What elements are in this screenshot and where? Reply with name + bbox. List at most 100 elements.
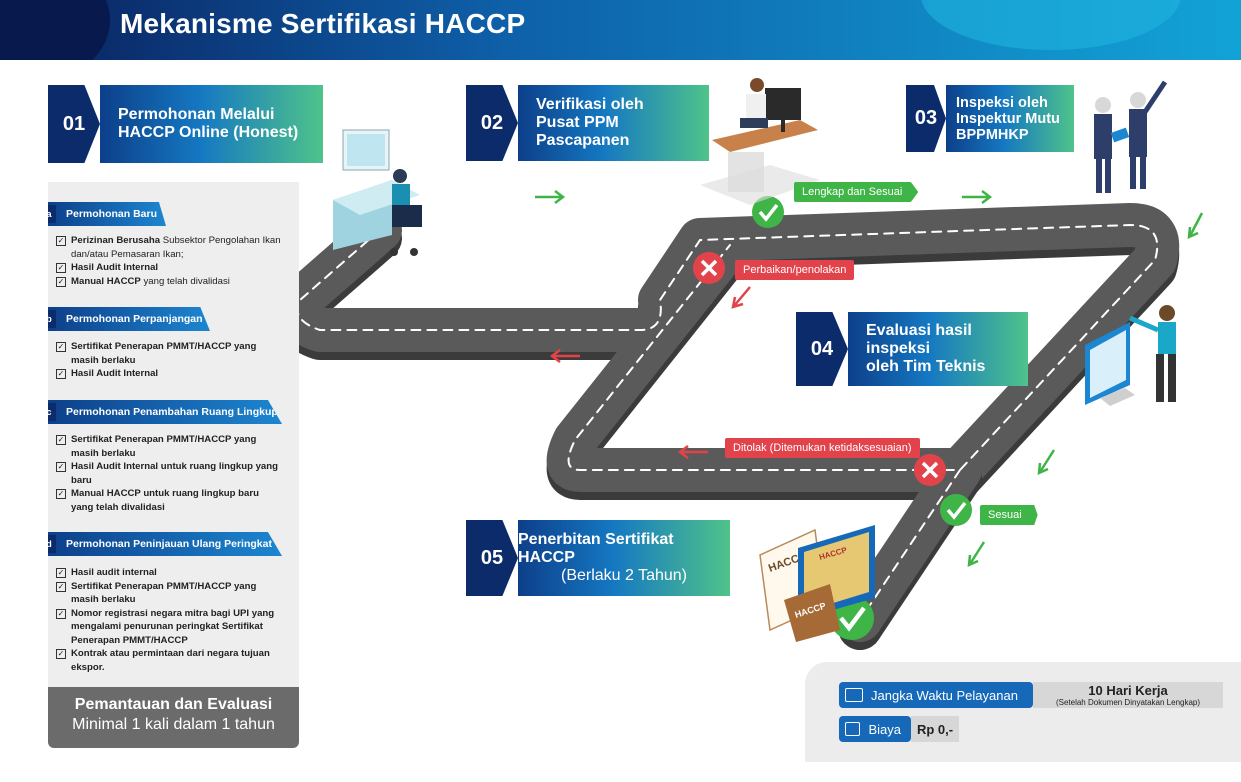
step-01: 01 Permohonan Melalui HACCP Online (Hone…: [48, 85, 323, 163]
step-02-line1: Verifikasi oleh: [536, 96, 644, 113]
step-05-line1: Penerbitan Sertifikat HACCP: [518, 531, 674, 566]
step-02-line2: Pusat PPM Pascapanen: [536, 114, 630, 149]
desk-illustration-1: [333, 129, 422, 256]
label-lengkap-sesuai: Lengkap dan Sesuai: [794, 182, 919, 202]
section-a-letter: a: [48, 205, 56, 223]
checkbox-icon: ✓: [56, 462, 66, 472]
step-03-text: Inspeksi oleh Inspektur Mutu BPPMHKP: [946, 85, 1074, 152]
section-a-list: ✓ Perizinan Berusaha Subsektor Pengolahan…: [48, 226, 283, 288]
item-bold: Perizinan Berusaha: [71, 235, 161, 246]
checkbox-icon: ✓: [56, 263, 66, 273]
item-rest: Subsektor Pengolahan Ikan dan/atau Pemas…: [71, 235, 281, 260]
money-icon: [845, 722, 861, 736]
road: [275, 203, 1180, 650]
section-c-header: c Permohonan Penambahan Ruang Lingkup: [48, 400, 282, 424]
list-item: ✓ Sertifikat Penerapan PMMT/HACCP yang ma…: [56, 433, 283, 460]
list-item: ✓ Perizinan Berusaha Subsektor Pengolahan…: [56, 234, 283, 261]
list-item: ✓Hasil Audit Internal: [56, 367, 283, 381]
section-d-letter: d: [48, 535, 56, 553]
cost-row: Biaya Rp 0,-: [839, 716, 959, 742]
arrow-right-2: [962, 190, 993, 204]
step-03-line3: BPPMHKP: [956, 126, 1029, 143]
checkbox-icon: ✓: [56, 342, 66, 352]
monitoring-frequency: Minimal 1 kali dalam 1 tahun: [72, 716, 275, 733]
step-03-line2: Inspektur Mutu: [956, 110, 1060, 127]
header-decoration-left: [0, 0, 110, 60]
section-b: b Permohonan Perpanjangan: [48, 307, 210, 331]
page-title: Mekanisme Sertifikasi HACCP: [120, 8, 526, 39]
item-rest: yang telah divalidasi: [140, 275, 230, 287]
section-d-title: Permohonan Peninjauan Ulang Peringkat: [66, 538, 272, 550]
section-b-letter: b: [48, 310, 56, 328]
list-item: ✓ Hasil Audit Internal: [56, 261, 283, 275]
cost-value-box: Rp 0,-: [911, 716, 959, 742]
monitoring-title: Pemantauan dan Evaluasi: [74, 696, 273, 713]
step-03: 03 Inspeksi oleh Inspektur Mutu BPPMHKP: [906, 85, 1074, 152]
step-02-text: Verifikasi oleh Pusat PPM Pascapanen: [518, 85, 709, 161]
checkbox-icon: ✓: [56, 649, 66, 659]
label-ditolak: Ditolak (Ditemukan ketidaksesuaian): [725, 438, 920, 458]
step-03-line1: Inspeksi oleh: [956, 94, 1048, 111]
desk-illustration-2: [700, 78, 820, 205]
item-bold: Sertifikat Penerapan PMMT/HACCP yang mas…: [71, 341, 257, 366]
step-04-line2: oleh Tim Teknis: [866, 358, 986, 375]
arrow-downleft-red: [731, 286, 751, 309]
service-time-label: Jangka Waktu Pelayanan: [871, 687, 1018, 703]
item-bold: Hasil Audit Internal untuk ruang lingkup…: [71, 461, 278, 486]
checkbox-icon: ✓: [56, 489, 66, 499]
item-bold: Hasil Audit Internal: [71, 368, 159, 379]
requirements-panel: a Permohonan Baru ✓ Perizinan Berusaha Sub…: [48, 182, 299, 687]
item-bold: Hasil audit internal: [71, 567, 157, 578]
arrow-down-5: [967, 541, 986, 568]
checkbox-icon: ✓: [56, 236, 66, 246]
item-bold: Sertifikat Penerapan PMMT/HACCP yang mas…: [71, 434, 257, 459]
service-time-value-box: 10 Hari Kerja (Setelah Dokumen Dinyataka…: [1033, 682, 1223, 708]
check-mark-2: [940, 494, 972, 526]
list-item: ✓ Hasil Audit Internal untuk ruang lingku…: [56, 460, 283, 487]
label-perbaikan-penolakan: Perbaikan/penolakan: [735, 260, 855, 280]
section-a: a Permohonan Baru: [48, 202, 166, 226]
step-03-number: 03: [906, 85, 946, 152]
checkbox-icon: ✓: [56, 276, 66, 287]
step-05-text: Penerbitan Sertifikat HACCP (Berlaku 2 T…: [518, 520, 730, 596]
list-item: ✓Hasil audit internal: [56, 566, 283, 580]
arrow-left-2: [677, 445, 708, 459]
service-time-note: (Setelah Dokumen Dinyatakan Lengkap): [1055, 698, 1201, 707]
item-bold: Sertifikat Penerapan PMMT/HACCP yang mas…: [71, 580, 257, 606]
step-01-text: Permohonan Melalui HACCP Online (Honest): [100, 85, 323, 163]
step-02-number: 02: [466, 85, 518, 161]
step-02: 02 Verifikasi oleh Pusat PPM Pascapanen: [466, 85, 709, 161]
step-01-line1: Permohonan Melalui: [118, 106, 275, 123]
step-05-number: 05: [466, 520, 518, 596]
item-bold: Manual HACCP untuk ruang lingkup baru ya…: [71, 488, 259, 513]
header-banner: Mekanisme Sertifikasi HACCP: [0, 0, 1241, 60]
item-bold: Kontrak atau permintaan dari negara tuju…: [71, 648, 270, 673]
section-b-header: b Permohonan Perpanjangan: [48, 307, 210, 331]
cross-mark-1: [693, 252, 725, 284]
section-c-letter: c: [48, 403, 56, 421]
arrow-left-1: [549, 349, 580, 363]
check-mark-1: [752, 196, 784, 228]
list-item: ✓Manual HACCP yang telah divalidasi: [56, 275, 283, 289]
section-c-list: ✓ Sertifikat Penerapan PMMT/HACCP yang ma…: [48, 425, 283, 514]
section-d-list: ✓Hasil audit internal ✓ Sertifikat Penera…: [48, 558, 283, 674]
checkbox-icon: ✓: [56, 435, 66, 445]
list-item: ✓ Kontrak atau permintaan dari negara tuj…: [56, 647, 283, 674]
list-item: ✓ Sertifikat Penerapan PMMT/HACCP yang ma…: [56, 340, 283, 367]
section-c: c Permohonan Penambahan Ruang Lingkup: [48, 400, 282, 424]
section-b-title: Permohonan Perpanjangan: [66, 313, 203, 325]
section-c-title: Permohonan Penambahan Ruang Lingkup: [66, 406, 278, 418]
section-a-title: Permohonan Baru: [66, 208, 158, 220]
item-bold: Hasil Audit Internal: [71, 262, 159, 273]
flow-arrows: [535, 190, 1204, 568]
cost-label: Biaya: [868, 721, 901, 737]
calendar-icon: [845, 688, 863, 702]
inspectors-illustration: [1094, 80, 1168, 193]
service-info-box: Jangka Waktu Pelayanan 10 Hari Kerja (Se…: [805, 662, 1241, 762]
monitoring-box: Pemantauan dan Evaluasi Minimal 1 kali d…: [48, 687, 299, 748]
arrow-right-1: [535, 190, 566, 204]
step-04-text: Evaluasi hasil inspeksi oleh Tim Teknis: [848, 312, 1028, 386]
service-time-value: 10 Hari Kerja: [1088, 683, 1168, 698]
step-04: 04 Evaluasi hasil inspeksi oleh Tim Tekn…: [796, 312, 1028, 386]
